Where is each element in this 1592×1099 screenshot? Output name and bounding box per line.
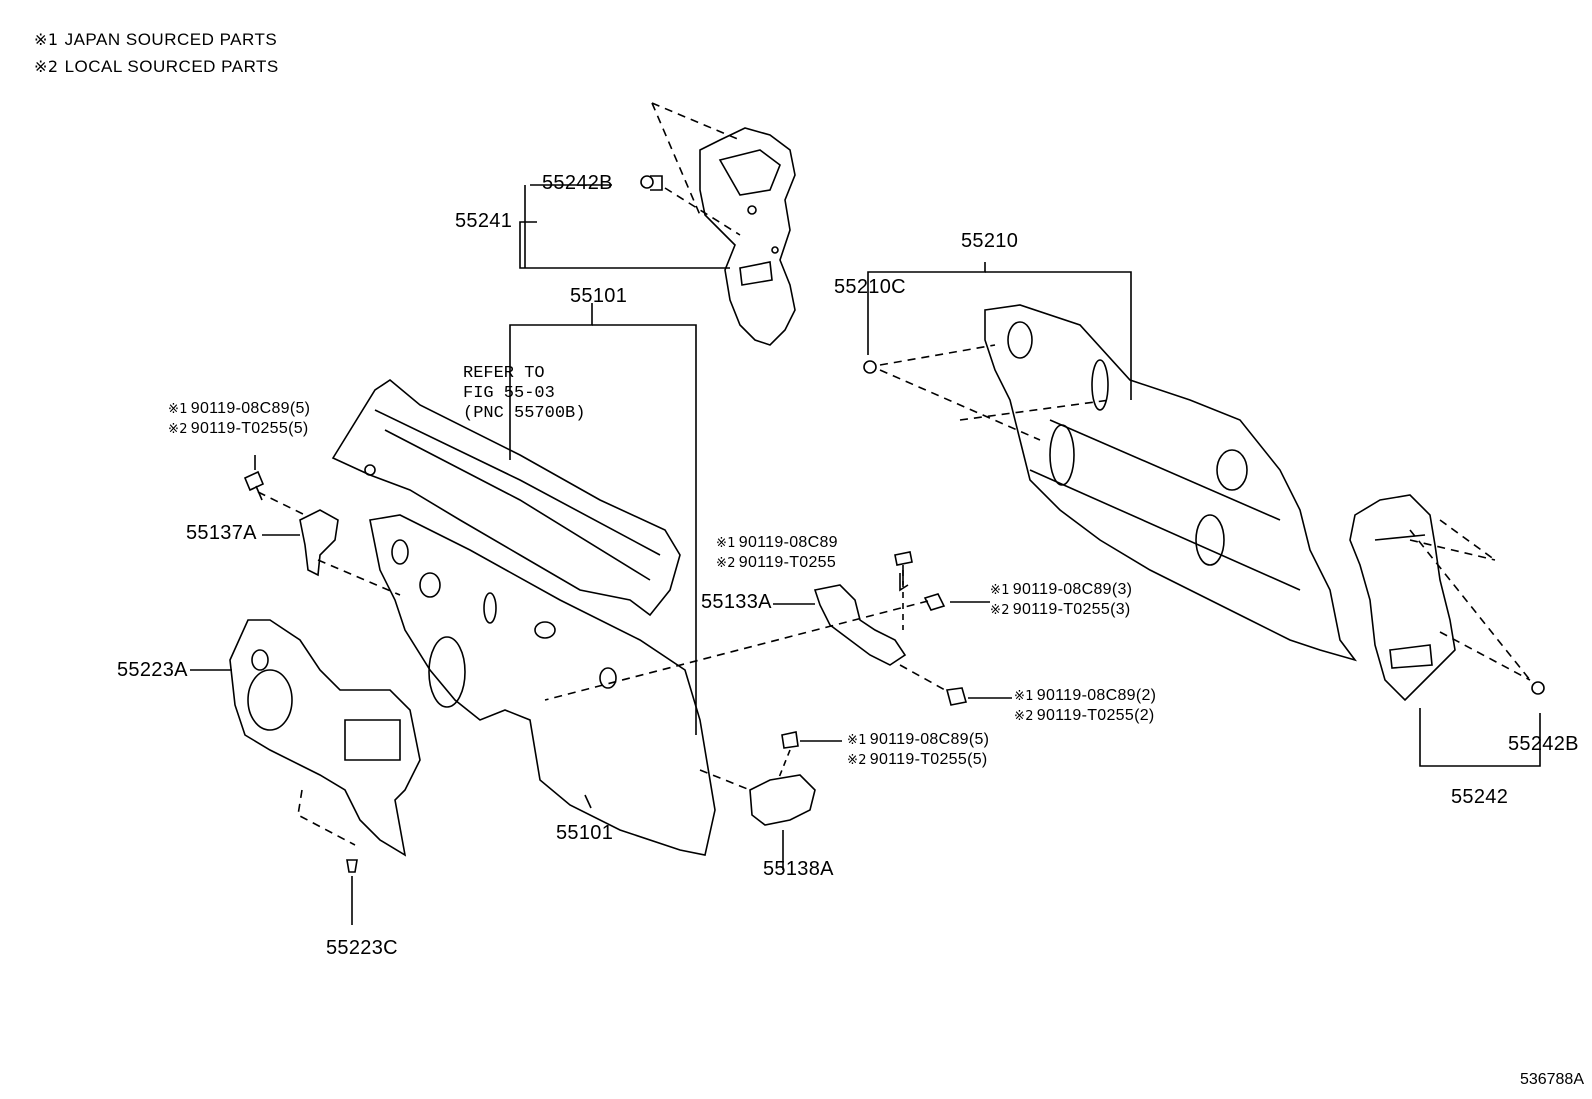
dash-panel-55101-shape [369, 514, 716, 856]
label-55137A: 55137A [186, 522, 257, 544]
bolt-right-lower-part-2: 90119-T0255(2) [1036, 707, 1155, 724]
refer-note-line1: REFER TO [463, 364, 545, 383]
label-55223A: 55223A [117, 659, 188, 681]
bolt-bottom-mark-2: ※2 [847, 753, 867, 768]
bracket-55242-shape [1349, 494, 1456, 702]
bracket-55133A-shape [813, 584, 907, 666]
insulator-55210-shape [984, 304, 1358, 662]
bolt-right-upper-part-2: 90119-T0255(3) [1012, 601, 1131, 618]
legend-text-1: JAPAN SOURCED PARTS [64, 30, 278, 49]
bracket-55138A-shape [749, 774, 816, 826]
clip-55210C-shape [863, 360, 877, 374]
refer-note-line2: FIG 55-03 [463, 384, 555, 403]
bolt-left-part-2: 90119-T0255(5) [190, 420, 309, 437]
bolt-center-mark-1: ※1 [716, 536, 736, 551]
clip-55242B-top-shape [640, 175, 663, 191]
label-55242B-right: 55242B [1508, 733, 1579, 755]
refer-note-line3: (PNC 55700B) [463, 404, 586, 423]
bolt-right-upper-part-1: 90119-08C89(3) [1012, 581, 1133, 598]
part-55241-shape [699, 127, 796, 346]
label-55101-top: 55101 [570, 285, 628, 307]
bolt-left-mark-1: ※1 [168, 402, 188, 417]
label-55210: 55210 [961, 230, 1019, 252]
label-55241: 55241 [455, 210, 513, 232]
bolt-right-upper-shape [923, 593, 946, 611]
legend-text-2: LOCAL SOURCED PARTS [64, 57, 279, 76]
bolt-bottom-part-1: 90119-08C89(5) [869, 731, 990, 748]
bolt-center-part-1: 90119-08C89 [738, 534, 838, 551]
bolt-right-lower-mark-2: ※2 [1014, 709, 1034, 724]
label-55101-bottom: 55101 [556, 822, 614, 844]
diagram-id: 536788A [1519, 1071, 1584, 1088]
legend-japan-sourced: ※1 JAPAN SOURCED PARTS [34, 30, 277, 50]
clip-55242B-right-shape [1531, 681, 1545, 695]
bolt-bottom-part-2: 90119-T0255(5) [869, 751, 988, 768]
bolt-center-part-2: 90119-T0255 [738, 554, 837, 571]
refer-note: REFER TO FIG 55-03 (PNC 55700B) [463, 364, 585, 424]
bolt-bottom-shape [781, 731, 799, 749]
legend-mark-1: ※1 [34, 30, 59, 49]
label-55138A: 55138A [763, 858, 834, 880]
bolt-right-upper-mark-2: ※2 [990, 603, 1010, 618]
bolt-left-part-1: 90119-08C89(5) [190, 400, 311, 417]
bolt-left-shape [243, 470, 265, 501]
bolt-right-lower-mark-1: ※1 [1014, 689, 1034, 704]
bolt-right-lower-part-1: 90119-08C89(2) [1036, 687, 1157, 704]
label-55242B-top: 55242B [542, 172, 613, 194]
label-55133A: 55133A [701, 591, 772, 613]
bolt-left-mark-2: ※2 [168, 422, 188, 437]
label-55210C: 55210C [834, 276, 906, 298]
bolt-right-lower-shape [945, 687, 968, 706]
bolt-bottom-mark-1: ※1 [847, 733, 867, 748]
label-55242: 55242 [1451, 786, 1509, 808]
label-55223C: 55223C [326, 937, 398, 959]
clip-55223C-shape [346, 859, 358, 873]
bracket-55137A-shape [299, 509, 339, 577]
bolt-center-mark-2: ※2 [716, 556, 736, 571]
legend-local-sourced: ※2 LOCAL SOURCED PARTS [34, 57, 279, 77]
cowl-top-panel-shape [331, 379, 681, 617]
bolt-right-upper-mark-1: ※1 [990, 583, 1010, 598]
legend-mark-2: ※2 [34, 57, 59, 76]
silencer-55223A-shape [229, 619, 421, 857]
bolt-center-shape [894, 551, 913, 585]
